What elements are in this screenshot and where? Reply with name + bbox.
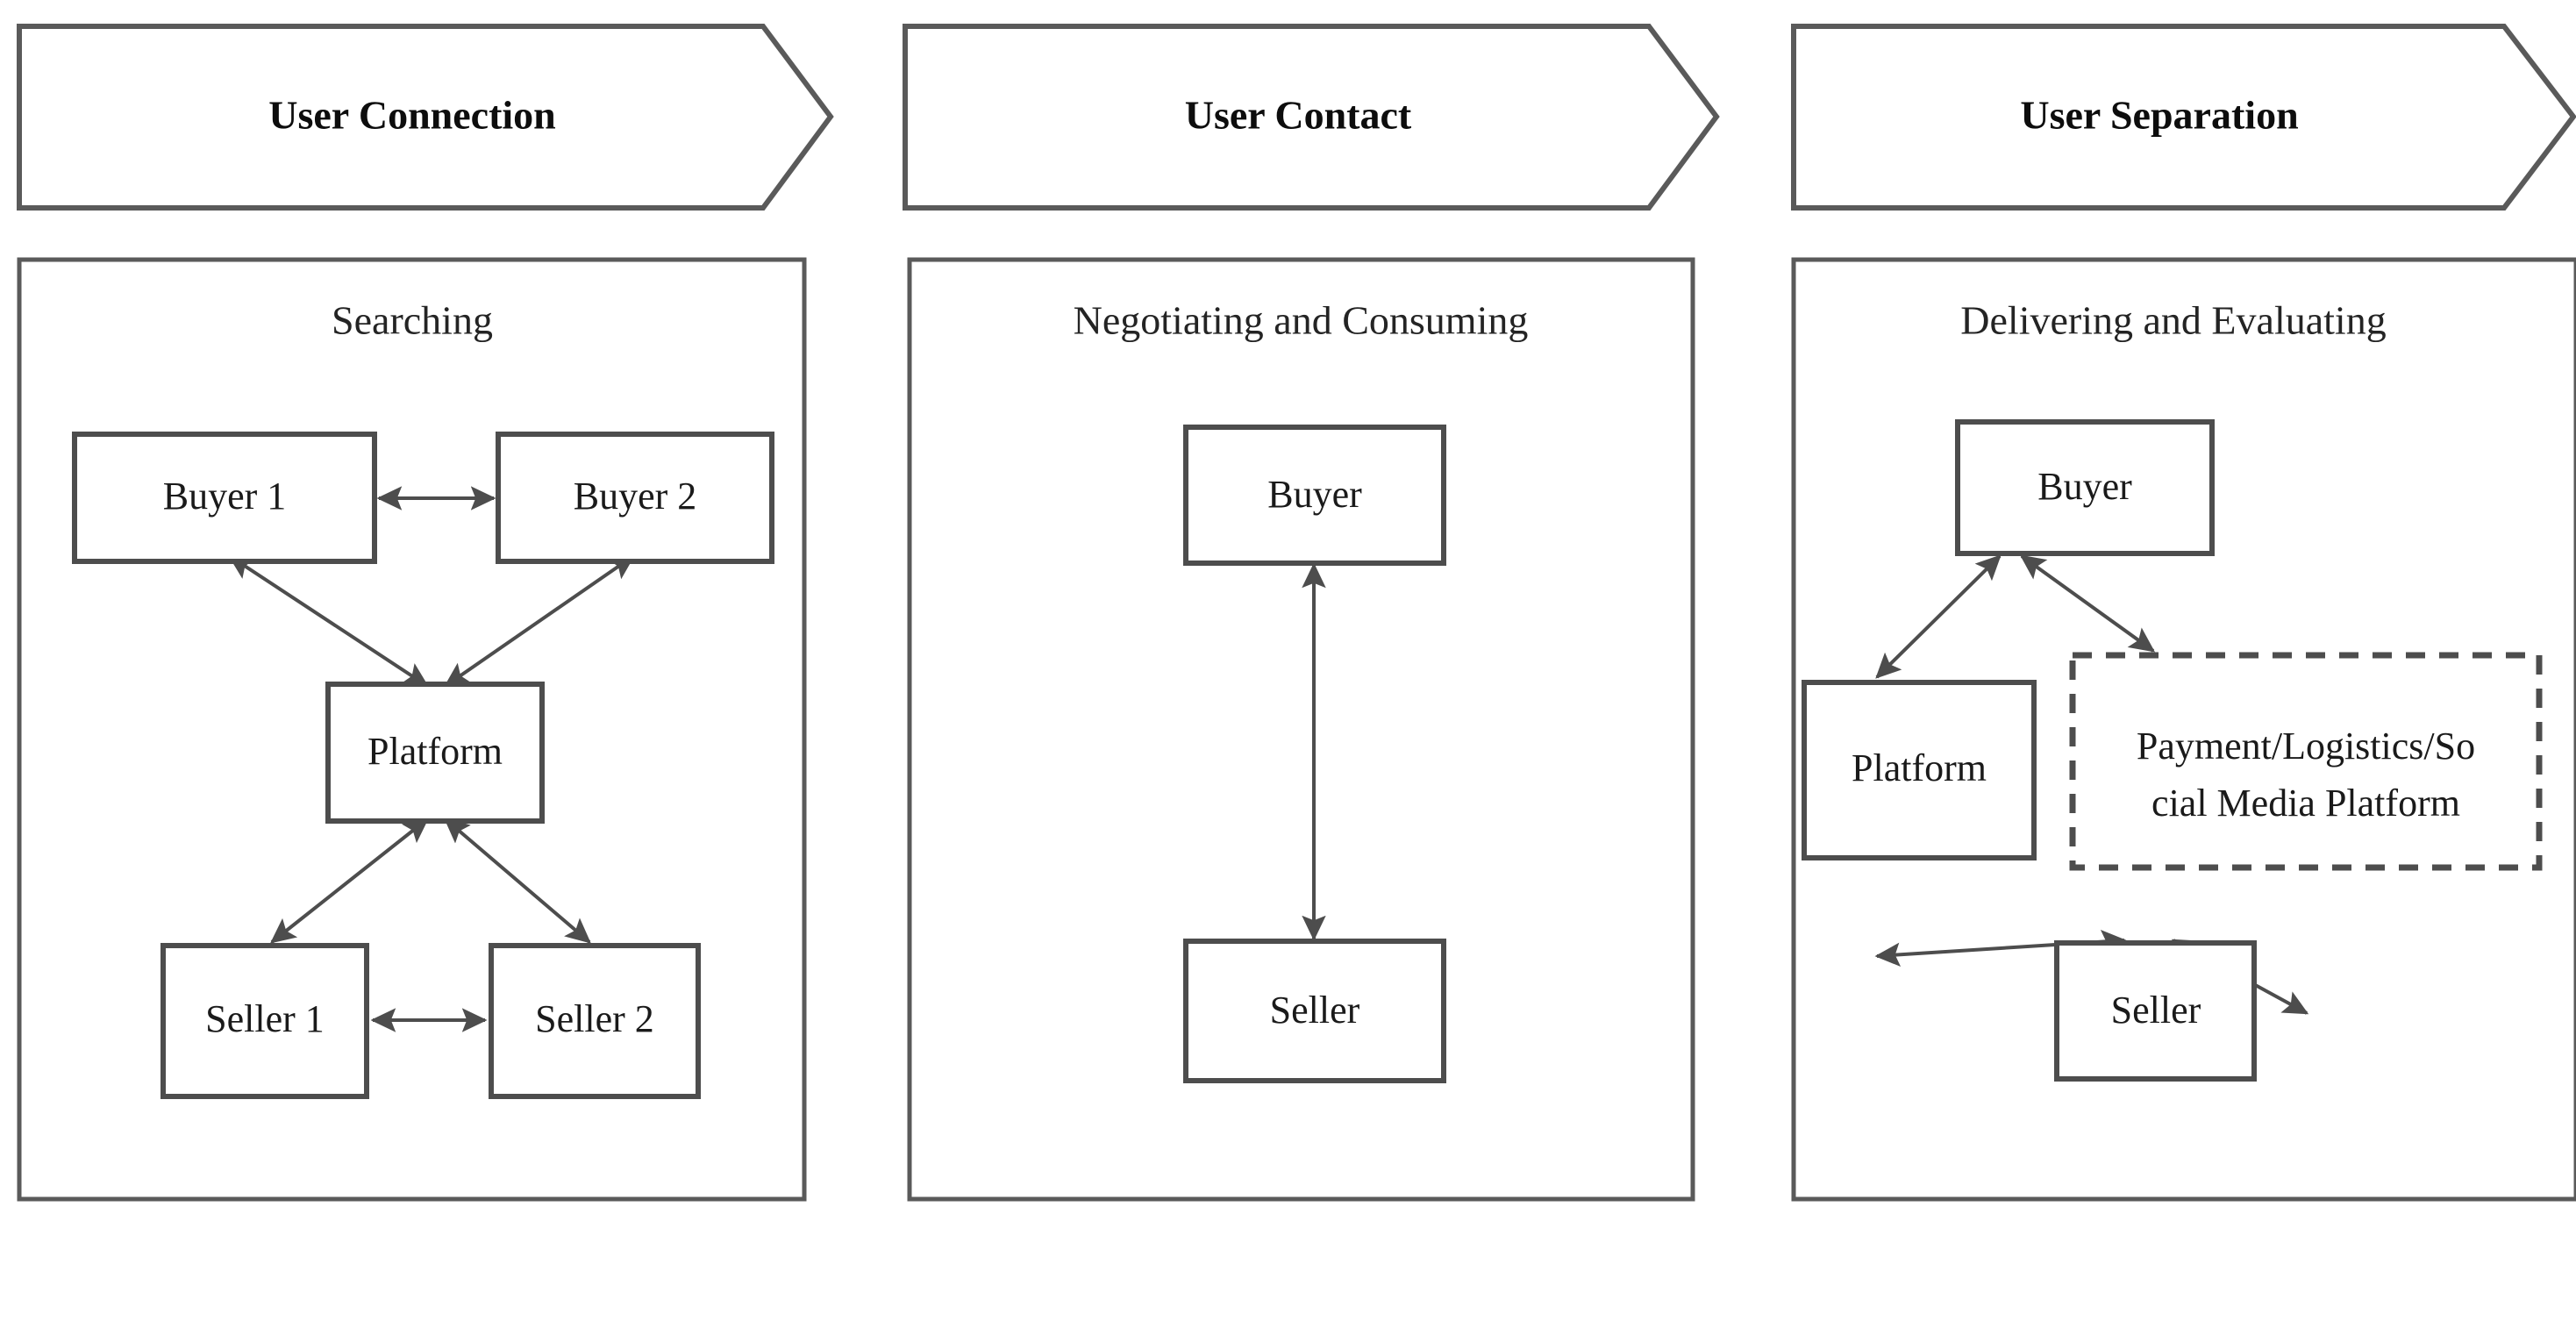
- edge-buyer2-platform: [443, 554, 636, 688]
- node-buyer-1-label: Buyer 1: [163, 475, 287, 518]
- node-seller-2-stage[interactable]: Seller: [1183, 939, 1446, 1083]
- node-buyer-2-stage-label: Buyer: [1267, 473, 1362, 516]
- node-platform-1-label: Platform: [367, 730, 503, 773]
- node-buyer-2[interactable]: Buyer 2: [496, 432, 774, 564]
- node-seller-2[interactable]: Seller 2: [489, 943, 701, 1099]
- edge-buyer1-platform: [227, 554, 430, 688]
- node-seller-2-stage-label: Seller: [1270, 989, 1360, 1032]
- node-buyer-2-stage[interactable]: Buyer: [1183, 425, 1446, 566]
- node-third-party-label-line1: Payment/Logistics/So: [2137, 725, 2475, 768]
- node-seller-1[interactable]: Seller 1: [161, 943, 369, 1099]
- stage-user-separation: User Separation Delivering and Evaluatin…: [1791, 24, 2576, 1202]
- stage-user-connection: User Connection Searching Buyer 1 Buyer …: [17, 24, 834, 1202]
- stage-header-label-1: User Connection: [268, 93, 556, 138]
- stage-header-chevron-2[interactable]: [903, 24, 1720, 211]
- node-buyer-2-label: Buyer 2: [574, 475, 697, 518]
- node-third-party-platform[interactable]: Payment/Logistics/So cial Media Platform: [2069, 652, 2543, 871]
- stage-subtitle-2: Negotiating and Consuming: [1074, 298, 1529, 343]
- stage-header-chevron-3[interactable]: [1791, 24, 2576, 211]
- node-buyer-3[interactable]: Buyer: [1955, 419, 2215, 556]
- stage-header-label-2: User Contact: [1185, 93, 1412, 138]
- stage-header-label-3: User Separation: [2020, 93, 2298, 138]
- edge-buyer-platform-3: [1875, 554, 2002, 679]
- node-platform-1[interactable]: Platform: [325, 682, 545, 824]
- stage-user-contact: User Contact Negotiating and Consuming B…: [903, 24, 1720, 1202]
- stage-subtitle-3: Delivering and Evaluating: [1960, 298, 2386, 343]
- edge-platform-seller2: [444, 818, 591, 944]
- node-third-party-label-line2: cial Media Platform: [2151, 782, 2460, 825]
- node-seller-1-label: Seller 1: [205, 997, 325, 1040]
- stage-subtitle-1: Searching: [332, 298, 493, 343]
- node-platform-3[interactable]: Platform: [1802, 680, 2037, 860]
- node-seller-2-label: Seller 2: [535, 997, 654, 1040]
- node-seller-3-label: Seller: [2111, 989, 2201, 1032]
- node-seller-3[interactable]: Seller: [2054, 940, 2257, 1082]
- edge-platform-seller1: [270, 818, 429, 944]
- node-platform-3-label: Platform: [1852, 746, 1987, 789]
- stage-header-chevron-1[interactable]: [17, 24, 834, 211]
- node-buyer-3-label: Buyer: [2037, 465, 2132, 508]
- node-buyer-1[interactable]: Buyer 1: [72, 432, 377, 564]
- edge-buyer-thirdparty-3: [2019, 554, 2156, 653]
